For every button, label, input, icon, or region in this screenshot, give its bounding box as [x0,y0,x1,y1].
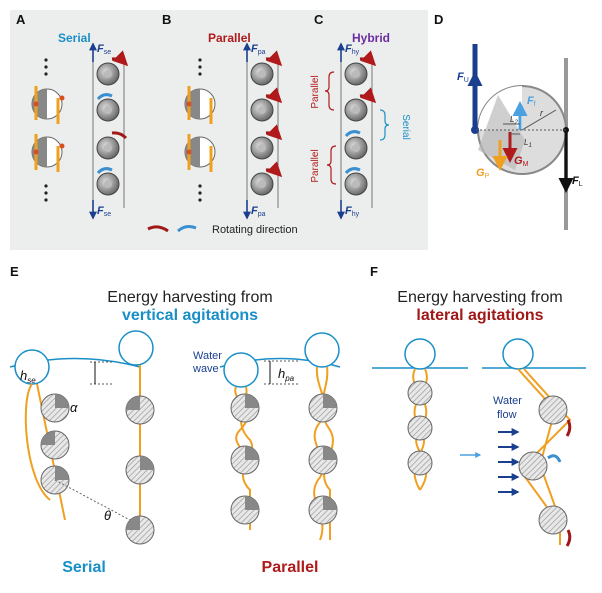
panel-d-gm: GM [514,155,529,168]
panel-c-roller-3 [344,136,368,160]
top-panel-background [10,10,428,250]
panel-c-letter: C [314,12,324,27]
panel-d-l1: L1 [524,138,532,149]
panel-c-title: Hybrid [352,31,390,45]
panel-a-force-top: Fse [97,43,111,56]
panel-b-unit-lower [184,134,216,172]
panel-c-rotate-arrow-3 [344,130,361,138]
panel-b-roller-4 [250,172,274,196]
panel-a-rotate-arrow-1 [111,50,129,67]
panel-f-letter: F [370,264,378,279]
panel-b-force-bottom: Fpa [251,205,266,218]
panel-f-water-flow-line2: flow [497,409,517,421]
panel-f-water-flow-line1: Water [493,395,522,407]
panel-d-fu: FU [457,71,469,84]
panel-a-ellipsis-top [44,58,48,76]
panel-a-rotate-arrow-3 [111,131,128,140]
panel-a-title: Serial [58,31,91,45]
panel-f-heading-line1: Energy harvesting from [397,289,562,306]
panel-a-roller-4 [96,172,120,196]
panel-e-hse: hse [20,368,36,385]
panel-f-displaced-chain [482,338,586,547]
panel-a-rotate-arrow-4 [96,167,113,175]
panel-c-group-lower: Parallel [310,149,321,182]
panel-e-serial-group [9,330,155,545]
panel-f-static-chain [372,338,468,491]
panel-c-roller-4 [344,172,368,196]
panel-c-brace-lower [326,145,337,185]
legend-blue-arrow [177,225,197,233]
panel-c-rotate-arrow-1 [359,50,377,67]
panel-a-unit-upper [31,86,65,124]
panel-e-hpa: hpa [278,366,295,383]
panel-d-gp: GP [476,167,490,180]
panel-e-heading-line1: Energy harvesting from [107,289,272,306]
panel-d-diagram [467,44,574,230]
panel-e-letter: E [10,264,19,279]
panel-a-roller-1 [96,62,120,86]
legend-red-arrow [147,225,169,233]
panel-d-r: r [540,108,544,118]
panel-c-force-top: Fhy [345,43,360,56]
panel-b-ellipsis-top [198,58,202,76]
panel-c-roller-2 [344,98,368,122]
panel-d-l2: L2 [510,115,518,126]
panel-b-title: Parallel [208,31,251,45]
panel-d-fl: FL [572,175,583,188]
panel-a-ellipsis-bottom [44,184,48,202]
panel-f-flow-arrows [498,428,520,496]
panel-d-ff: Ff [527,95,536,108]
panel-d-letter: D [434,12,443,27]
panel-b-roller-2 [250,98,274,122]
panel-b-force-top: Fpa [251,43,266,56]
panel-b-letter: B [162,12,171,27]
panel-a-letter: A [16,12,26,27]
panel-b-rotate-arrow-3 [265,124,283,141]
panel-a-roller-3 [96,136,120,160]
panel-a-rotate-arrow-2 [96,93,113,101]
panel-b-rotate-arrow-2 [265,87,283,104]
panel-f-heading-line2: lateral agitations [416,307,543,324]
panel-e-alpha: α [70,400,78,415]
panel-b-rotate-arrow-4 [265,161,283,178]
panel-e-water-wave-line1: Water [193,350,222,362]
panel-e-caption-serial: Serial [62,559,106,576]
panel-b-ellipsis-bottom [198,184,202,202]
panel-c-brace-middle [379,109,390,141]
panel-c-roller-1 [344,62,368,86]
panel-c-force-bottom: Fhy [345,205,360,218]
panel-c-brace-upper [324,71,335,111]
panel-a-roller-2 [96,98,120,122]
panel-e-water-wave-line2: wave [192,363,219,375]
panel-e-heading-line2: vertical agitations [122,307,258,324]
panel-a-force-bottom: Fse [97,205,111,218]
panel-c-group-middle: Serial [400,114,411,140]
panel-b-roller-3 [250,136,274,160]
panel-e-theta: θ [104,508,111,523]
legend-label: Rotating direction [212,224,298,236]
panel-c-group-upper: Parallel [310,75,321,108]
rotation-legend: Rotating direction [147,224,298,236]
panel-e-caption-parallel: Parallel [262,559,319,576]
panel-a-unit-lower [31,134,65,172]
panel-b-unit-upper [184,86,216,124]
panel-c-rotate-arrow-4 [344,167,361,175]
panel-e-parallel-group [219,332,341,541]
panel-b-rotate-arrow-1 [265,50,283,67]
panel-b-roller-1 [250,62,274,86]
panel-c-rotate-arrow-2 [359,87,377,104]
